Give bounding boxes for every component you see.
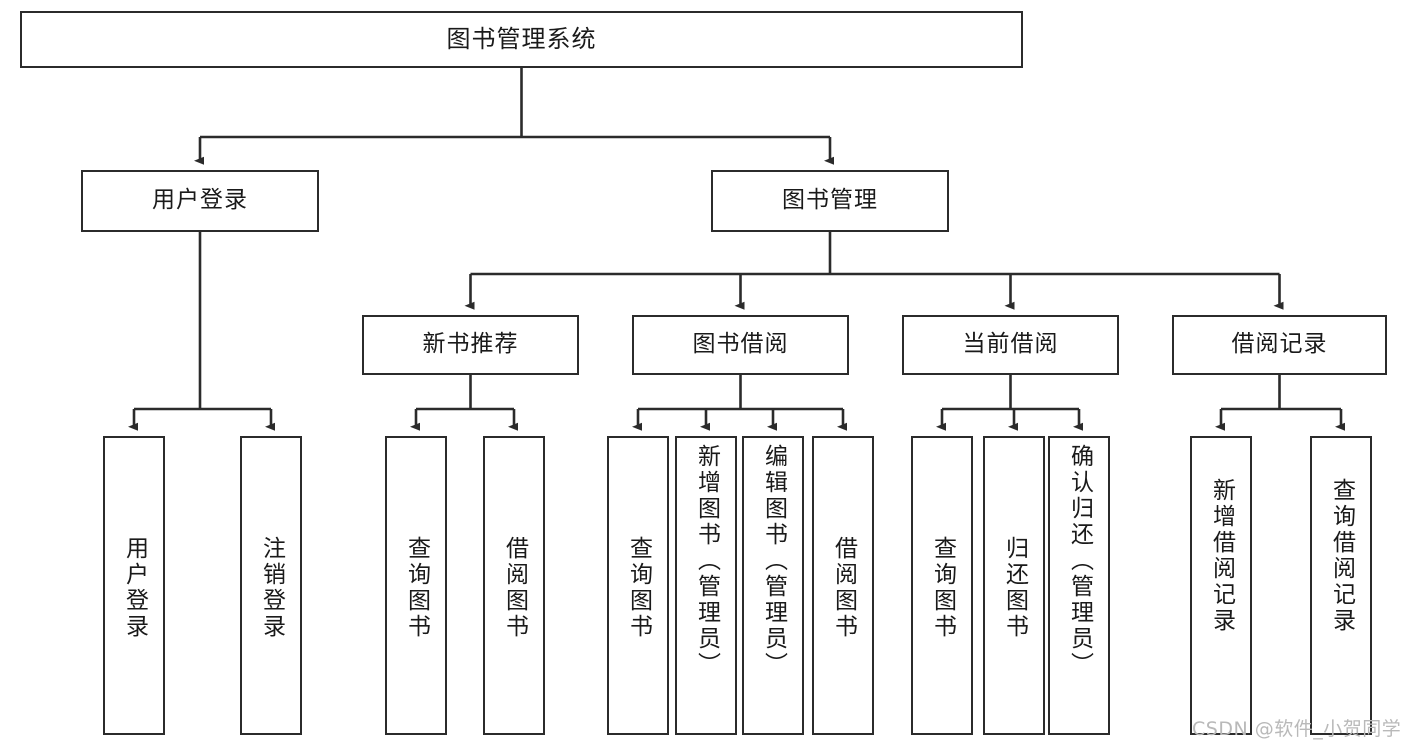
node-root[interactable]: 图书管理系统 xyxy=(20,11,1023,68)
node-current-borrow[interactable]: 当前借阅 xyxy=(902,315,1119,375)
node-leaf-edit-book[interactable]: 编辑图书（管理员） xyxy=(742,436,804,735)
node-leaf-query-record[interactable]: 查询借阅记录 xyxy=(1310,436,1372,735)
node-leaf-query-book-2[interactable]: 查询图书 xyxy=(607,436,669,735)
node-leaf-return-book-label: 归还图书 xyxy=(1001,535,1028,640)
node-leaf-add-record[interactable]: 新增借阅记录 xyxy=(1190,436,1252,735)
node-leaf-add-book-label: 新增图书（管理员） xyxy=(693,444,720,678)
node-user-login-label: 用户登录 xyxy=(152,187,248,214)
node-leaf-edit-book-label: 编辑图书（管理员） xyxy=(760,444,787,678)
node-leaf-query-book-2-label: 查询图书 xyxy=(625,535,652,640)
node-root-label: 图书管理系统 xyxy=(446,25,597,54)
node-leaf-query-book-1[interactable]: 查询图书 xyxy=(385,436,447,735)
node-leaf-user-login[interactable]: 用户登录 xyxy=(103,436,165,735)
node-borrow-record[interactable]: 借阅记录 xyxy=(1172,315,1387,375)
node-book-manage-label: 图书管理 xyxy=(782,187,878,214)
node-book-borrow-label: 图书借阅 xyxy=(692,331,789,358)
node-borrow-record-label: 借阅记录 xyxy=(1231,331,1328,358)
node-leaf-return-book[interactable]: 归还图书 xyxy=(983,436,1045,735)
node-book-manage[interactable]: 图书管理 xyxy=(711,170,949,232)
node-leaf-borrow-book-1-label: 借阅图书 xyxy=(501,535,528,640)
node-leaf-add-book[interactable]: 新增图书（管理员） xyxy=(675,436,737,735)
node-leaf-confirm-return-label: 确认归还（管理员） xyxy=(1066,444,1093,678)
node-current-borrow-label: 当前借阅 xyxy=(962,331,1059,358)
node-leaf-add-record-label: 新增借阅记录 xyxy=(1208,478,1235,634)
node-leaf-user-logout-label: 注销登录 xyxy=(258,535,285,640)
csdn-watermark: CSDN @软件_小贺同学 xyxy=(1192,718,1402,740)
node-leaf-confirm-return[interactable]: 确认归还（管理员） xyxy=(1048,436,1110,735)
node-leaf-borrow-book-2-label: 借阅图书 xyxy=(830,535,857,640)
node-leaf-borrow-book-2[interactable]: 借阅图书 xyxy=(812,436,874,735)
node-leaf-query-book-3[interactable]: 查询图书 xyxy=(911,436,973,735)
node-leaf-query-book-1-label: 查询图书 xyxy=(403,535,430,640)
node-leaf-borrow-book-1[interactable]: 借阅图书 xyxy=(483,436,545,735)
node-new-book-rec[interactable]: 新书推荐 xyxy=(362,315,579,375)
node-book-borrow[interactable]: 图书借阅 xyxy=(632,315,849,375)
node-user-login[interactable]: 用户登录 xyxy=(81,170,319,232)
node-new-book-rec-label: 新书推荐 xyxy=(422,331,519,358)
node-leaf-query-record-label: 查询借阅记录 xyxy=(1328,478,1355,634)
node-leaf-user-logout[interactable]: 注销登录 xyxy=(240,436,302,735)
node-leaf-user-login-label: 用户登录 xyxy=(121,535,148,640)
node-leaf-query-book-3-label: 查询图书 xyxy=(929,535,956,640)
